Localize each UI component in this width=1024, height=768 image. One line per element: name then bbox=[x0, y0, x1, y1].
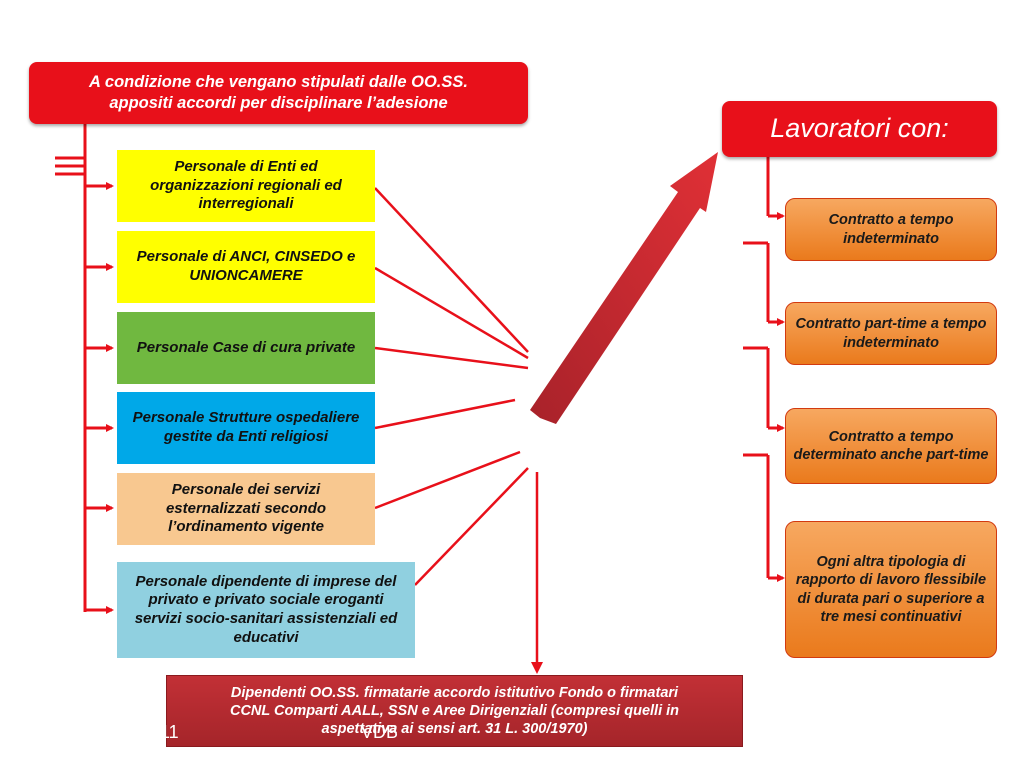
workers-title: Lavoratori con: bbox=[770, 113, 949, 144]
contract-box-determinato: Contratto a tempo determinato anche part… bbox=[785, 408, 997, 484]
category-box-imprese-private: Personale dipendente di imprese del priv… bbox=[117, 562, 415, 658]
diagonal-arrow-icon bbox=[530, 152, 718, 424]
workers-title-box: Lavoratori con: bbox=[722, 101, 997, 157]
bottom-line-1: Dipendenti OO.SS. firmatarie accordo ist… bbox=[230, 684, 679, 701]
category-box-enti-regionali: Personale di Enti ed organizzazioni regi… bbox=[117, 150, 375, 222]
bottom-line-2: CCNL Comparti AALL, SSN e Aree Dirigenzi… bbox=[229, 702, 680, 719]
category-box-servizi-esternalizzati: Personale dei servizi esternalizzati sec… bbox=[117, 473, 375, 545]
author-initials: VDB bbox=[361, 722, 399, 742]
page-number: 11 bbox=[160, 722, 179, 742]
category-box-anci: Personale di ANCI, CINSEDO e UNIONCAMERE bbox=[117, 231, 375, 303]
contract-box-part-time: Contratto part-time a tempo indeterminat… bbox=[785, 302, 997, 365]
contract-box-flessibile: Ogni altra tipologia di rapporto di lavo… bbox=[785, 521, 997, 658]
category-box-case-di-cura: Personale Case di cura private bbox=[117, 312, 375, 384]
bottom-info-box: Dipendenti OO.SS. firmatarie accordo ist… bbox=[166, 675, 743, 747]
menu-lines-icon bbox=[55, 156, 84, 176]
condition-box: A condizione che vengano stipulati dalle… bbox=[29, 62, 528, 124]
condition-line-1: A condizione che vengano stipulati dalle… bbox=[89, 73, 468, 92]
condition-line-2: appositi accordi per disciplinare l’ades… bbox=[109, 94, 448, 112]
contract-box-indeterminato: Contratto a tempo indeterminato bbox=[785, 198, 997, 261]
category-box-strutture-ospedaliere: Personale Strutture ospedaliere gestite … bbox=[117, 392, 375, 464]
bottom-line-3: aspettativa ai sensi art. 31 L. 300/1970… bbox=[321, 721, 588, 738]
